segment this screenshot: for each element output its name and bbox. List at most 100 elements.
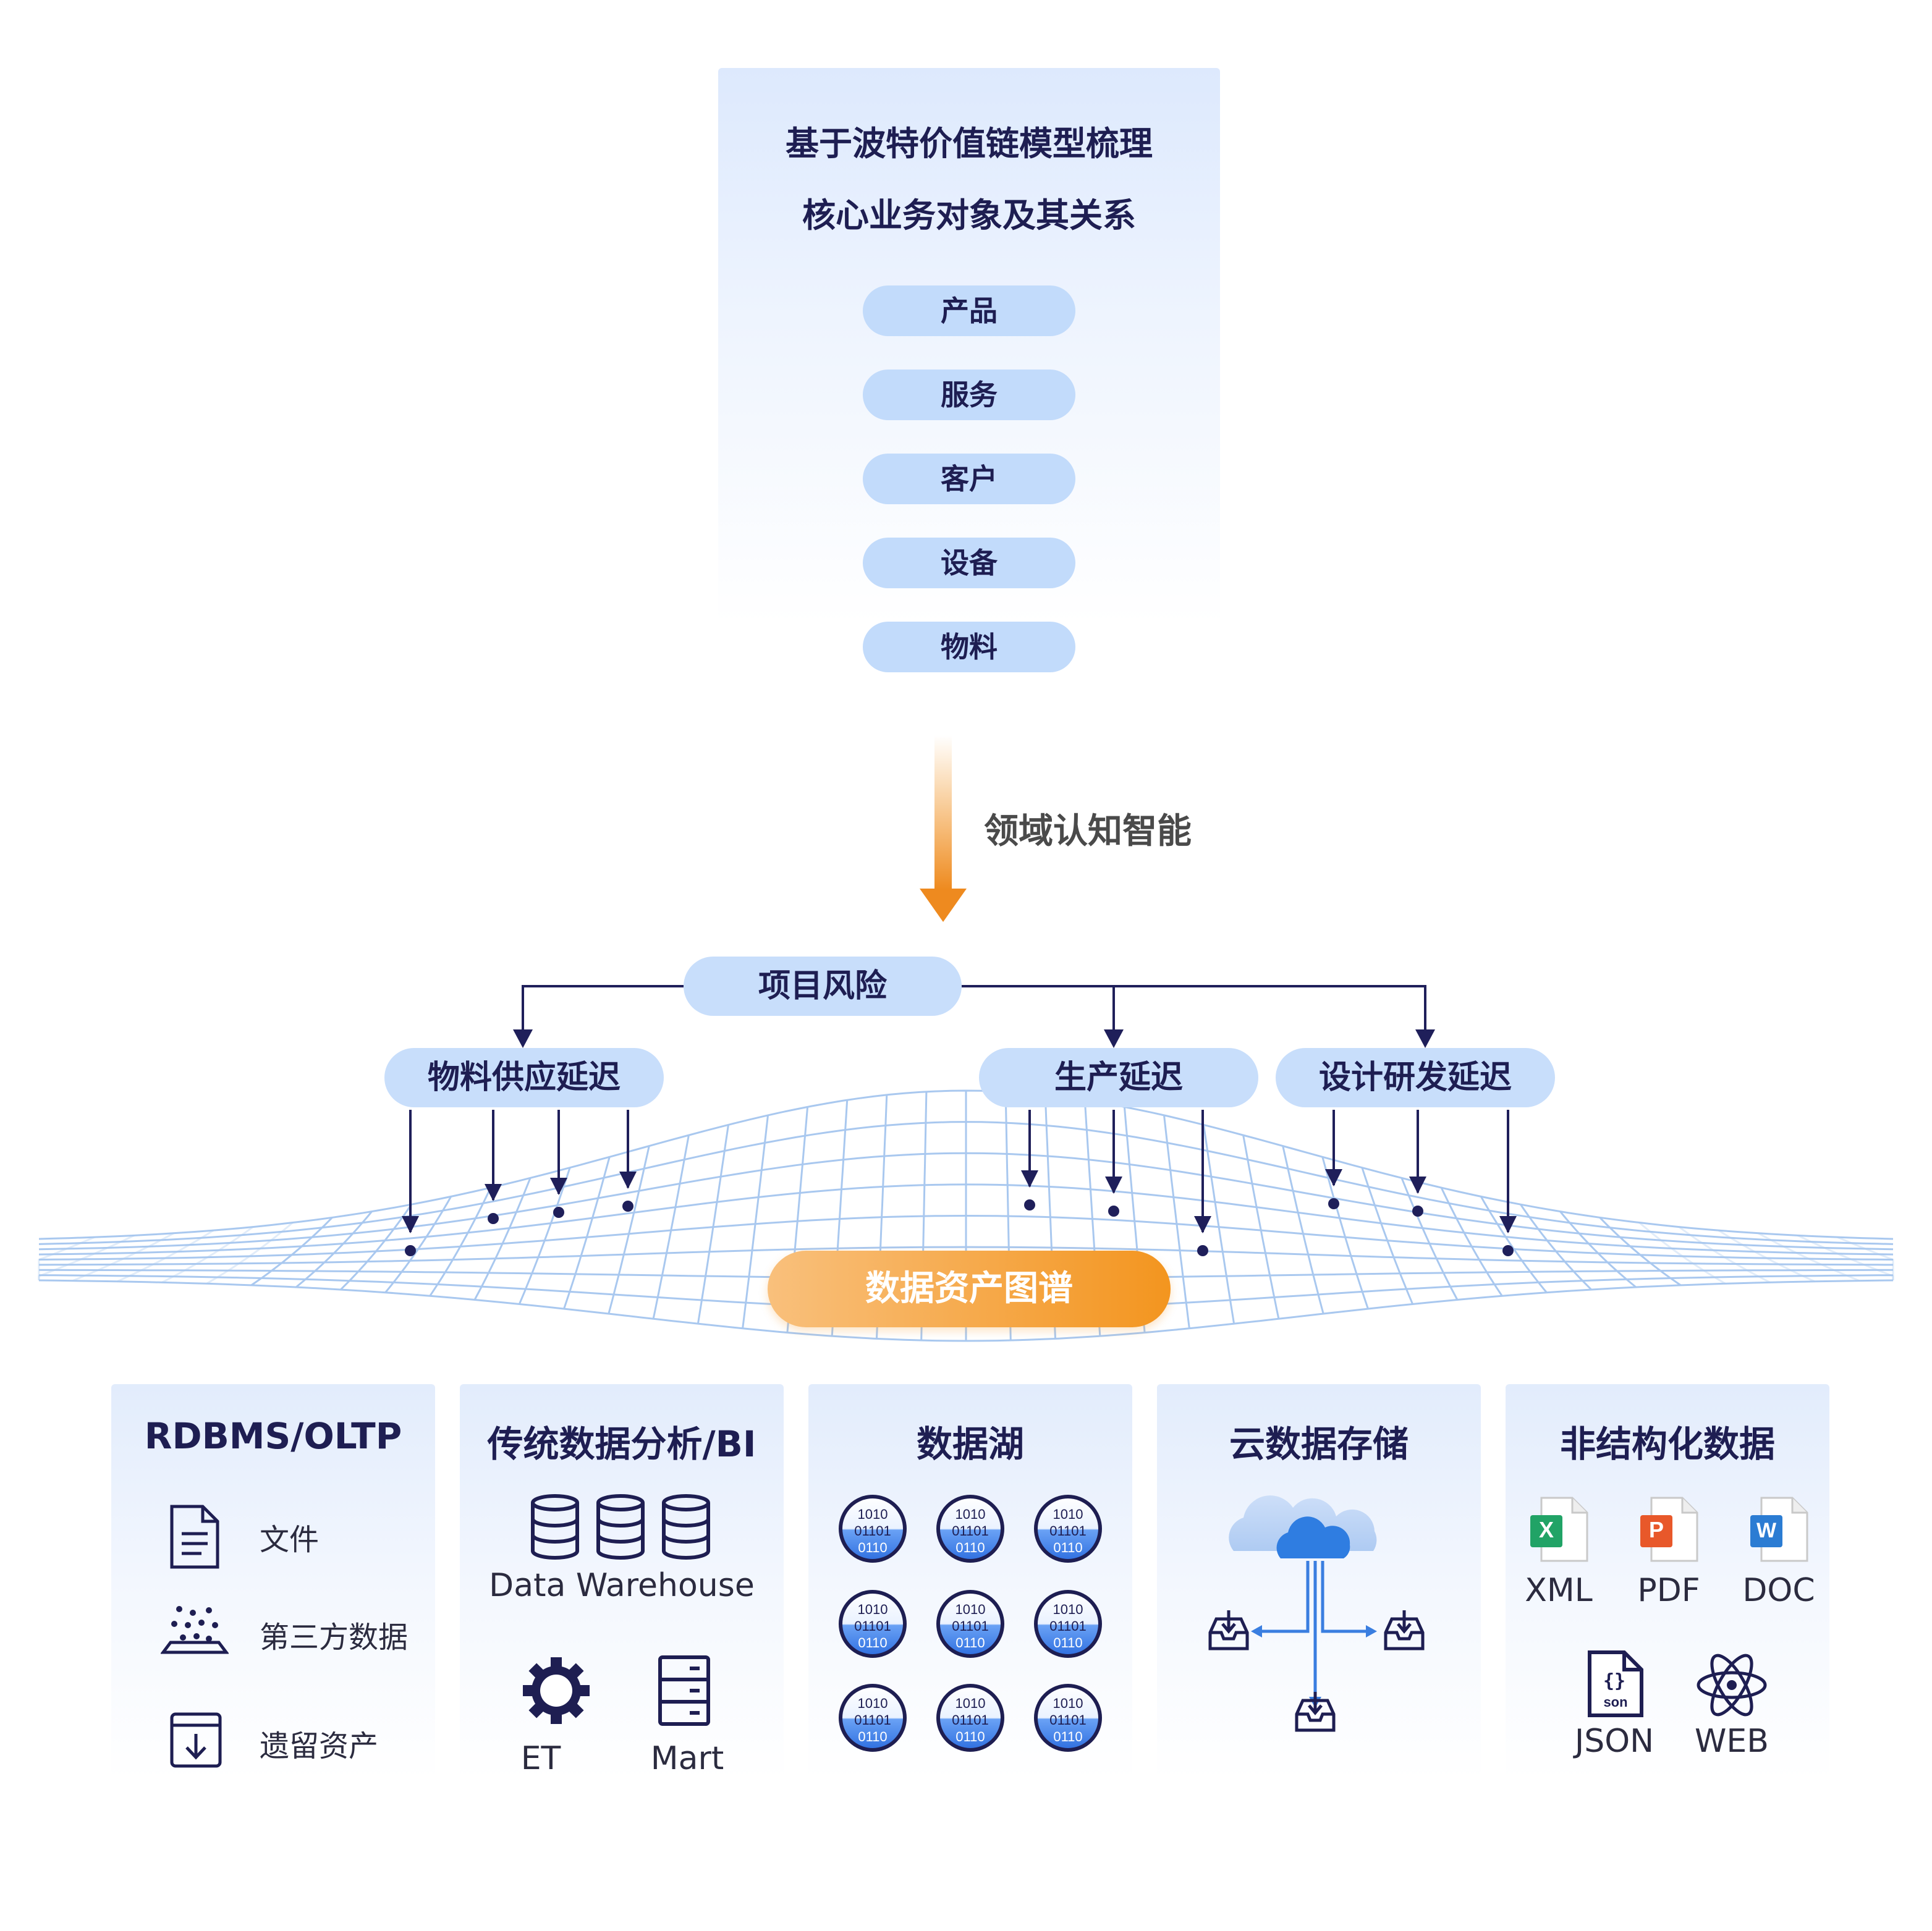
data-asset-graph-pill: 数据资产图谱 — [768, 1251, 1171, 1327]
mesh-column-line — [1440, 1187, 1503, 1297]
mesh-column-line — [473, 1177, 532, 1301]
mesh-column-line — [742, 1115, 769, 1329]
mesh-column-line — [1163, 1115, 1190, 1329]
third-party-data-icon — [161, 1606, 229, 1654]
drop-arrowhead — [1105, 1177, 1122, 1194]
mesh-column-line — [295, 1211, 373, 1288]
card-title: 非结构化数据 — [1559, 1423, 1775, 1465]
mesh-column-line — [1638, 1222, 1726, 1285]
mesh-column-line — [1480, 1196, 1548, 1293]
unstructured-label-web: WEB — [1695, 1723, 1769, 1760]
tray-icon — [1295, 1692, 1336, 1732]
card-title: RDBMS/OLTP — [144, 1415, 402, 1457]
drop-arrowhead — [1194, 1216, 1211, 1233]
object-pill-service: 服务 — [863, 370, 1075, 420]
drop-arrowhead — [619, 1172, 637, 1189]
rdbms-item-file: 文件 — [260, 1523, 320, 1557]
binary-text: 01101 — [1049, 1618, 1087, 1634]
binary-text: 1010 — [955, 1506, 986, 1522]
cabinet-icon — [658, 1655, 710, 1726]
bi-label-et: ET — [520, 1740, 561, 1777]
cloud-icon — [1229, 1495, 1377, 1558]
bi-label-data-warehouse: Data Warehouse — [489, 1567, 755, 1604]
node-material-supply-delay: 物料供应延迟 — [384, 1048, 664, 1107]
card-traditional-bi: 传统数据分析/BI Data Warehouse — [460, 1384, 784, 1780]
cloud-storage-diagram — [1208, 1495, 1425, 1732]
mesh-column-line — [38, 1236, 95, 1280]
json-file-icon: {} son — [1588, 1650, 1643, 1717]
object-pill-equipment: 设备 — [863, 538, 1075, 588]
mesh-column-line — [1321, 1156, 1369, 1309]
binary-text: 0110 — [1053, 1540, 1082, 1555]
anchor-dot — [1108, 1206, 1119, 1217]
binary-text: 0110 — [955, 1635, 985, 1650]
binary-text: 01101 — [854, 1523, 891, 1539]
bi-label-mart: Mart — [650, 1740, 724, 1777]
anchor-dot — [553, 1207, 564, 1218]
drop-arrowhead — [550, 1178, 567, 1195]
value-chain-panel: 基于波特价值链模型梳理 核心业务对象及其关系 产品 服务 客户 设备 物料 — [718, 68, 1220, 672]
unstructured-label-pdf: PDF — [1637, 1572, 1700, 1609]
panel-title-line1: 基于波特价值链模型梳理 — [786, 124, 1153, 163]
word-file-icon: W — [1750, 1497, 1808, 1562]
anchor-dot — [1197, 1245, 1208, 1256]
mesh-column-line — [250, 1217, 333, 1287]
binary-text: 0110 — [955, 1540, 985, 1555]
binary-text: 01101 — [952, 1618, 989, 1634]
mesh-column-line — [697, 1125, 729, 1324]
word-badge: W — [1756, 1519, 1777, 1542]
binary-text: 1010 — [955, 1696, 986, 1711]
json-sub: son — [1603, 1694, 1627, 1710]
connector-design-delay — [962, 985, 1426, 1044]
binary-text: 1010 — [858, 1696, 888, 1711]
anchor-dot — [1328, 1198, 1339, 1209]
node-production-delay: 生产延迟 — [979, 1048, 1258, 1107]
mesh-column-line — [563, 1156, 611, 1309]
mesh-column-line — [1837, 1236, 1894, 1280]
drop-arrowhead — [1499, 1216, 1517, 1233]
mesh-column-line — [652, 1135, 690, 1319]
unstructured-label-doc: DOC — [1742, 1572, 1815, 1609]
binary-text: 01101 — [952, 1712, 989, 1728]
mesh-column-line — [1282, 1146, 1324, 1314]
mesh-column-line — [1242, 1135, 1280, 1319]
tray-icon — [1208, 1610, 1249, 1650]
anchor-dot — [1024, 1199, 1035, 1211]
excel-file-icon: X — [1530, 1497, 1588, 1562]
binary-text: 01101 — [854, 1618, 891, 1634]
root-node-project-risk: 项目风险 — [684, 957, 962, 1016]
binary-text: 1010 — [1053, 1602, 1083, 1617]
card-unstructured-data: 非结构化数据 X XML P PDF W DOC {} son JSON WEB — [1506, 1384, 1829, 1780]
binary-text: 1010 — [858, 1506, 888, 1522]
binary-text: 0110 — [1053, 1635, 1082, 1650]
mesh-column-line — [429, 1187, 492, 1297]
mesh-column-line — [384, 1196, 452, 1293]
mesh-column-line — [72, 1232, 174, 1282]
panel-title-line2: 核心业务对象及其关系 — [802, 196, 1136, 235]
anchor-dot — [405, 1245, 416, 1256]
domain-cognition-arrow — [920, 735, 967, 922]
gear-icon — [523, 1657, 590, 1724]
mesh-column-line — [1520, 1204, 1592, 1291]
mesh-column-line — [1400, 1177, 1459, 1301]
arrow-label: 领域认知智能 — [984, 811, 1192, 851]
drop-arrowhead — [485, 1184, 502, 1201]
binary-text: 1010 — [858, 1602, 888, 1617]
drop-arrowhead — [1409, 1177, 1426, 1194]
mesh-column-line — [1559, 1211, 1637, 1288]
binary-text: 0110 — [858, 1635, 887, 1650]
binary-text: 01101 — [854, 1712, 891, 1728]
anchor-dot — [488, 1213, 499, 1224]
mesh-column-line — [1797, 1235, 1894, 1280]
binary-text: 01101 — [1049, 1712, 1087, 1728]
anchor-dot — [622, 1201, 633, 1212]
unstructured-label-json: JSON — [1574, 1723, 1654, 1760]
binary-text: 0110 — [858, 1540, 887, 1555]
binary-text: 1010 — [1053, 1506, 1083, 1522]
mesh-column-line — [1758, 1232, 1860, 1282]
